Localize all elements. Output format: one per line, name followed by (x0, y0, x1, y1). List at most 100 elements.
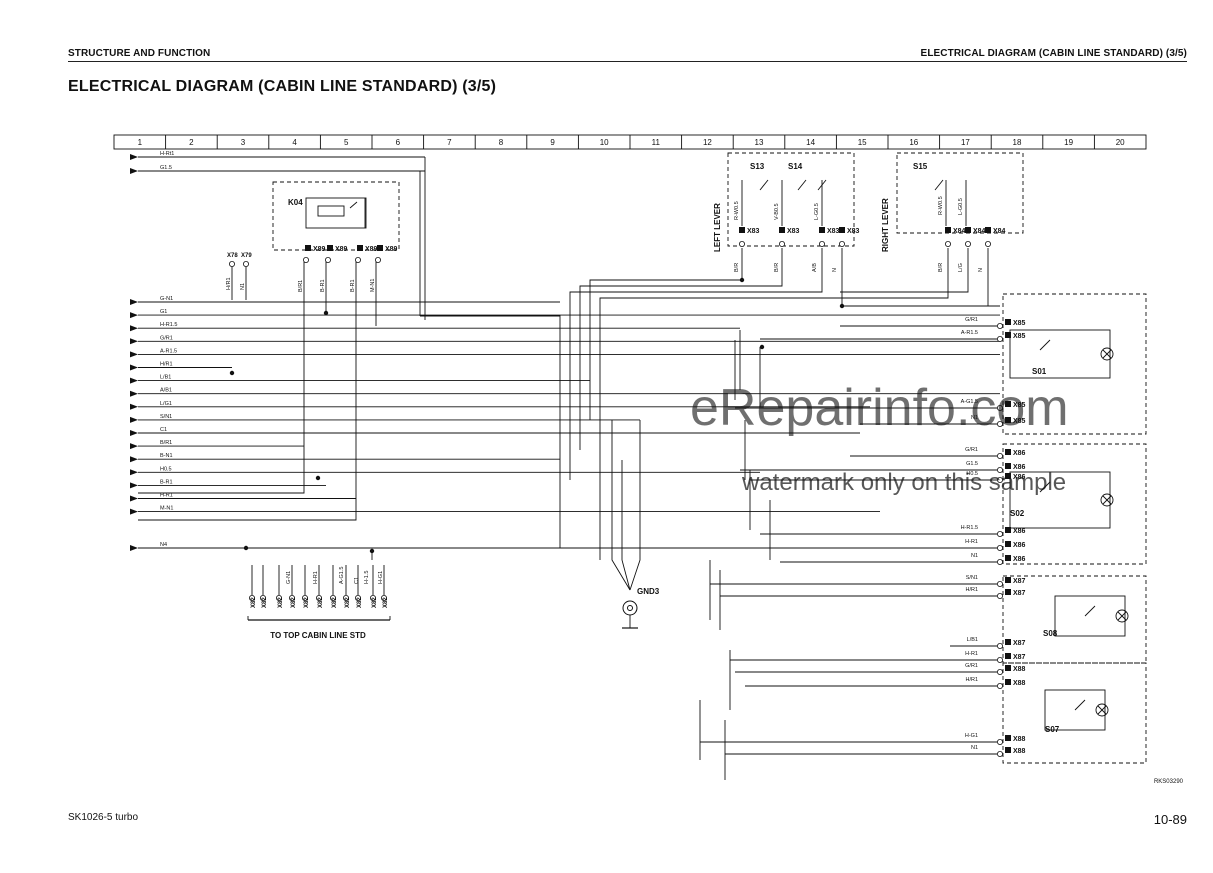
x82-label: X82 (332, 597, 338, 608)
lever-out-label: L/G (958, 263, 964, 272)
connector-block (1005, 577, 1011, 583)
right-lever-label: RIGHT LEVER (881, 198, 890, 252)
relay-k04-frame (272, 181, 400, 251)
connector-pin (997, 669, 1004, 676)
x82-label: X82 (304, 597, 310, 608)
wire-arrow (130, 482, 138, 489)
watermark-sub: watermark only on this sample (741, 469, 1066, 496)
connector-block (1005, 463, 1011, 469)
grid-column-number: 1 (138, 138, 143, 147)
watermark-main: eRepairinfo.com (690, 379, 1069, 437)
right-lever-frame (896, 152, 1024, 234)
connector-pin (997, 751, 1004, 758)
connector-pin (739, 240, 746, 247)
page-title: ELECTRICAL DIAGRAM (CABIN LINE STANDARD)… (68, 78, 497, 95)
connector-pin (997, 452, 1004, 459)
connector-block (305, 245, 311, 251)
connector-pin (779, 240, 786, 247)
x82-wire-label: A-G1.5 (339, 567, 345, 584)
relay-wire-label: B-R1 (350, 279, 356, 292)
module-inner-S08 (1054, 595, 1126, 637)
lamp-icon (1115, 609, 1129, 623)
bus-wire-label: G-N1 (160, 296, 173, 302)
bus-wire-label: H-R1 (160, 493, 173, 499)
connector-pin (242, 260, 249, 267)
ground-route (629, 420, 641, 591)
splice-label: X78 (227, 253, 238, 259)
grid-column-number: 15 (858, 138, 867, 147)
module-wire-label: N1 (971, 415, 978, 421)
wire-arrow (130, 469, 138, 476)
lever-route (579, 248, 783, 450)
connector-label: X85 (1013, 402, 1026, 409)
junction-dot (739, 277, 745, 283)
x82-wire-label: C1 (354, 577, 360, 584)
switch-contact (1074, 699, 1086, 711)
x82-label: X82 (278, 597, 284, 608)
connector-label: X85 (1013, 320, 1026, 327)
lamp-icon (1100, 493, 1114, 507)
connector-pin (302, 256, 309, 263)
connector-block (1005, 417, 1011, 423)
relay-wire-label: B/R1 (298, 280, 304, 292)
connector-label: X88 (1013, 748, 1026, 755)
switch-contact (934, 179, 944, 191)
connector-label: X85 (1013, 418, 1026, 425)
x82-label: X82 (251, 597, 257, 608)
connector-block (1005, 747, 1011, 753)
module-wire-label: N1 (971, 553, 978, 559)
connector-label: X86 (1013, 464, 1026, 471)
connector-pin (301, 595, 308, 602)
relay-contact (349, 201, 358, 209)
connector-pin (965, 240, 972, 247)
connector-label: X83 (787, 228, 800, 235)
connector-pin (997, 683, 1004, 690)
connector-label: X83 (747, 228, 760, 235)
connector-pin (997, 581, 1004, 588)
relay-label: K04 (288, 198, 303, 207)
connector-pin (288, 595, 295, 602)
connector-pin (997, 559, 1004, 566)
connector-block (1005, 679, 1011, 685)
lever-out-label: N (978, 268, 984, 272)
wire-label: H-Rt1 (160, 151, 174, 157)
connector-block (1005, 473, 1011, 479)
connector-block (1005, 449, 1011, 455)
route (138, 300, 305, 494)
lamp-icon-cross (1102, 349, 1112, 359)
connector-pin (997, 476, 1004, 483)
bus-wire-label: N4 (160, 542, 167, 548)
ground-lug-hole (627, 605, 633, 611)
connector-block (1005, 527, 1011, 533)
lever-route (599, 248, 949, 560)
bus-wire-label: S/N1 (160, 414, 172, 420)
connector-pin (997, 643, 1004, 650)
grid-column-number: 16 (909, 138, 918, 147)
connector-block (945, 227, 951, 233)
module-wire-label: H/R1 (965, 677, 978, 683)
x82-caption: TO TOP CABIN LINE STD (270, 631, 366, 640)
module-wire-label: H-R1 (965, 651, 978, 657)
lever-switch-label: S13 (750, 162, 765, 171)
connector-block (839, 227, 845, 233)
grid-column-number: 6 (396, 138, 401, 147)
lamp-icon (1100, 347, 1114, 361)
connector-pin (329, 595, 336, 602)
lamp-icon (1095, 703, 1109, 717)
connector-block (965, 227, 971, 233)
connector-block (1005, 653, 1011, 659)
junction-dot (229, 370, 235, 376)
wire-arrow (130, 456, 138, 463)
connector-pin (248, 595, 255, 602)
module-wire-label: N1 (971, 745, 978, 751)
module-inner-S01 (1009, 329, 1111, 379)
left-lever-frame (727, 152, 855, 247)
bus-wire-label: B/R1 (160, 440, 172, 446)
bus-wire-label: M-N1 (160, 506, 173, 512)
connector-block (1005, 332, 1011, 338)
wire-arrow (130, 364, 138, 371)
grid-column-number: 3 (241, 138, 246, 147)
left-lever-label: LEFT LEVER (713, 203, 722, 252)
connector-label: X87 (1013, 590, 1026, 597)
